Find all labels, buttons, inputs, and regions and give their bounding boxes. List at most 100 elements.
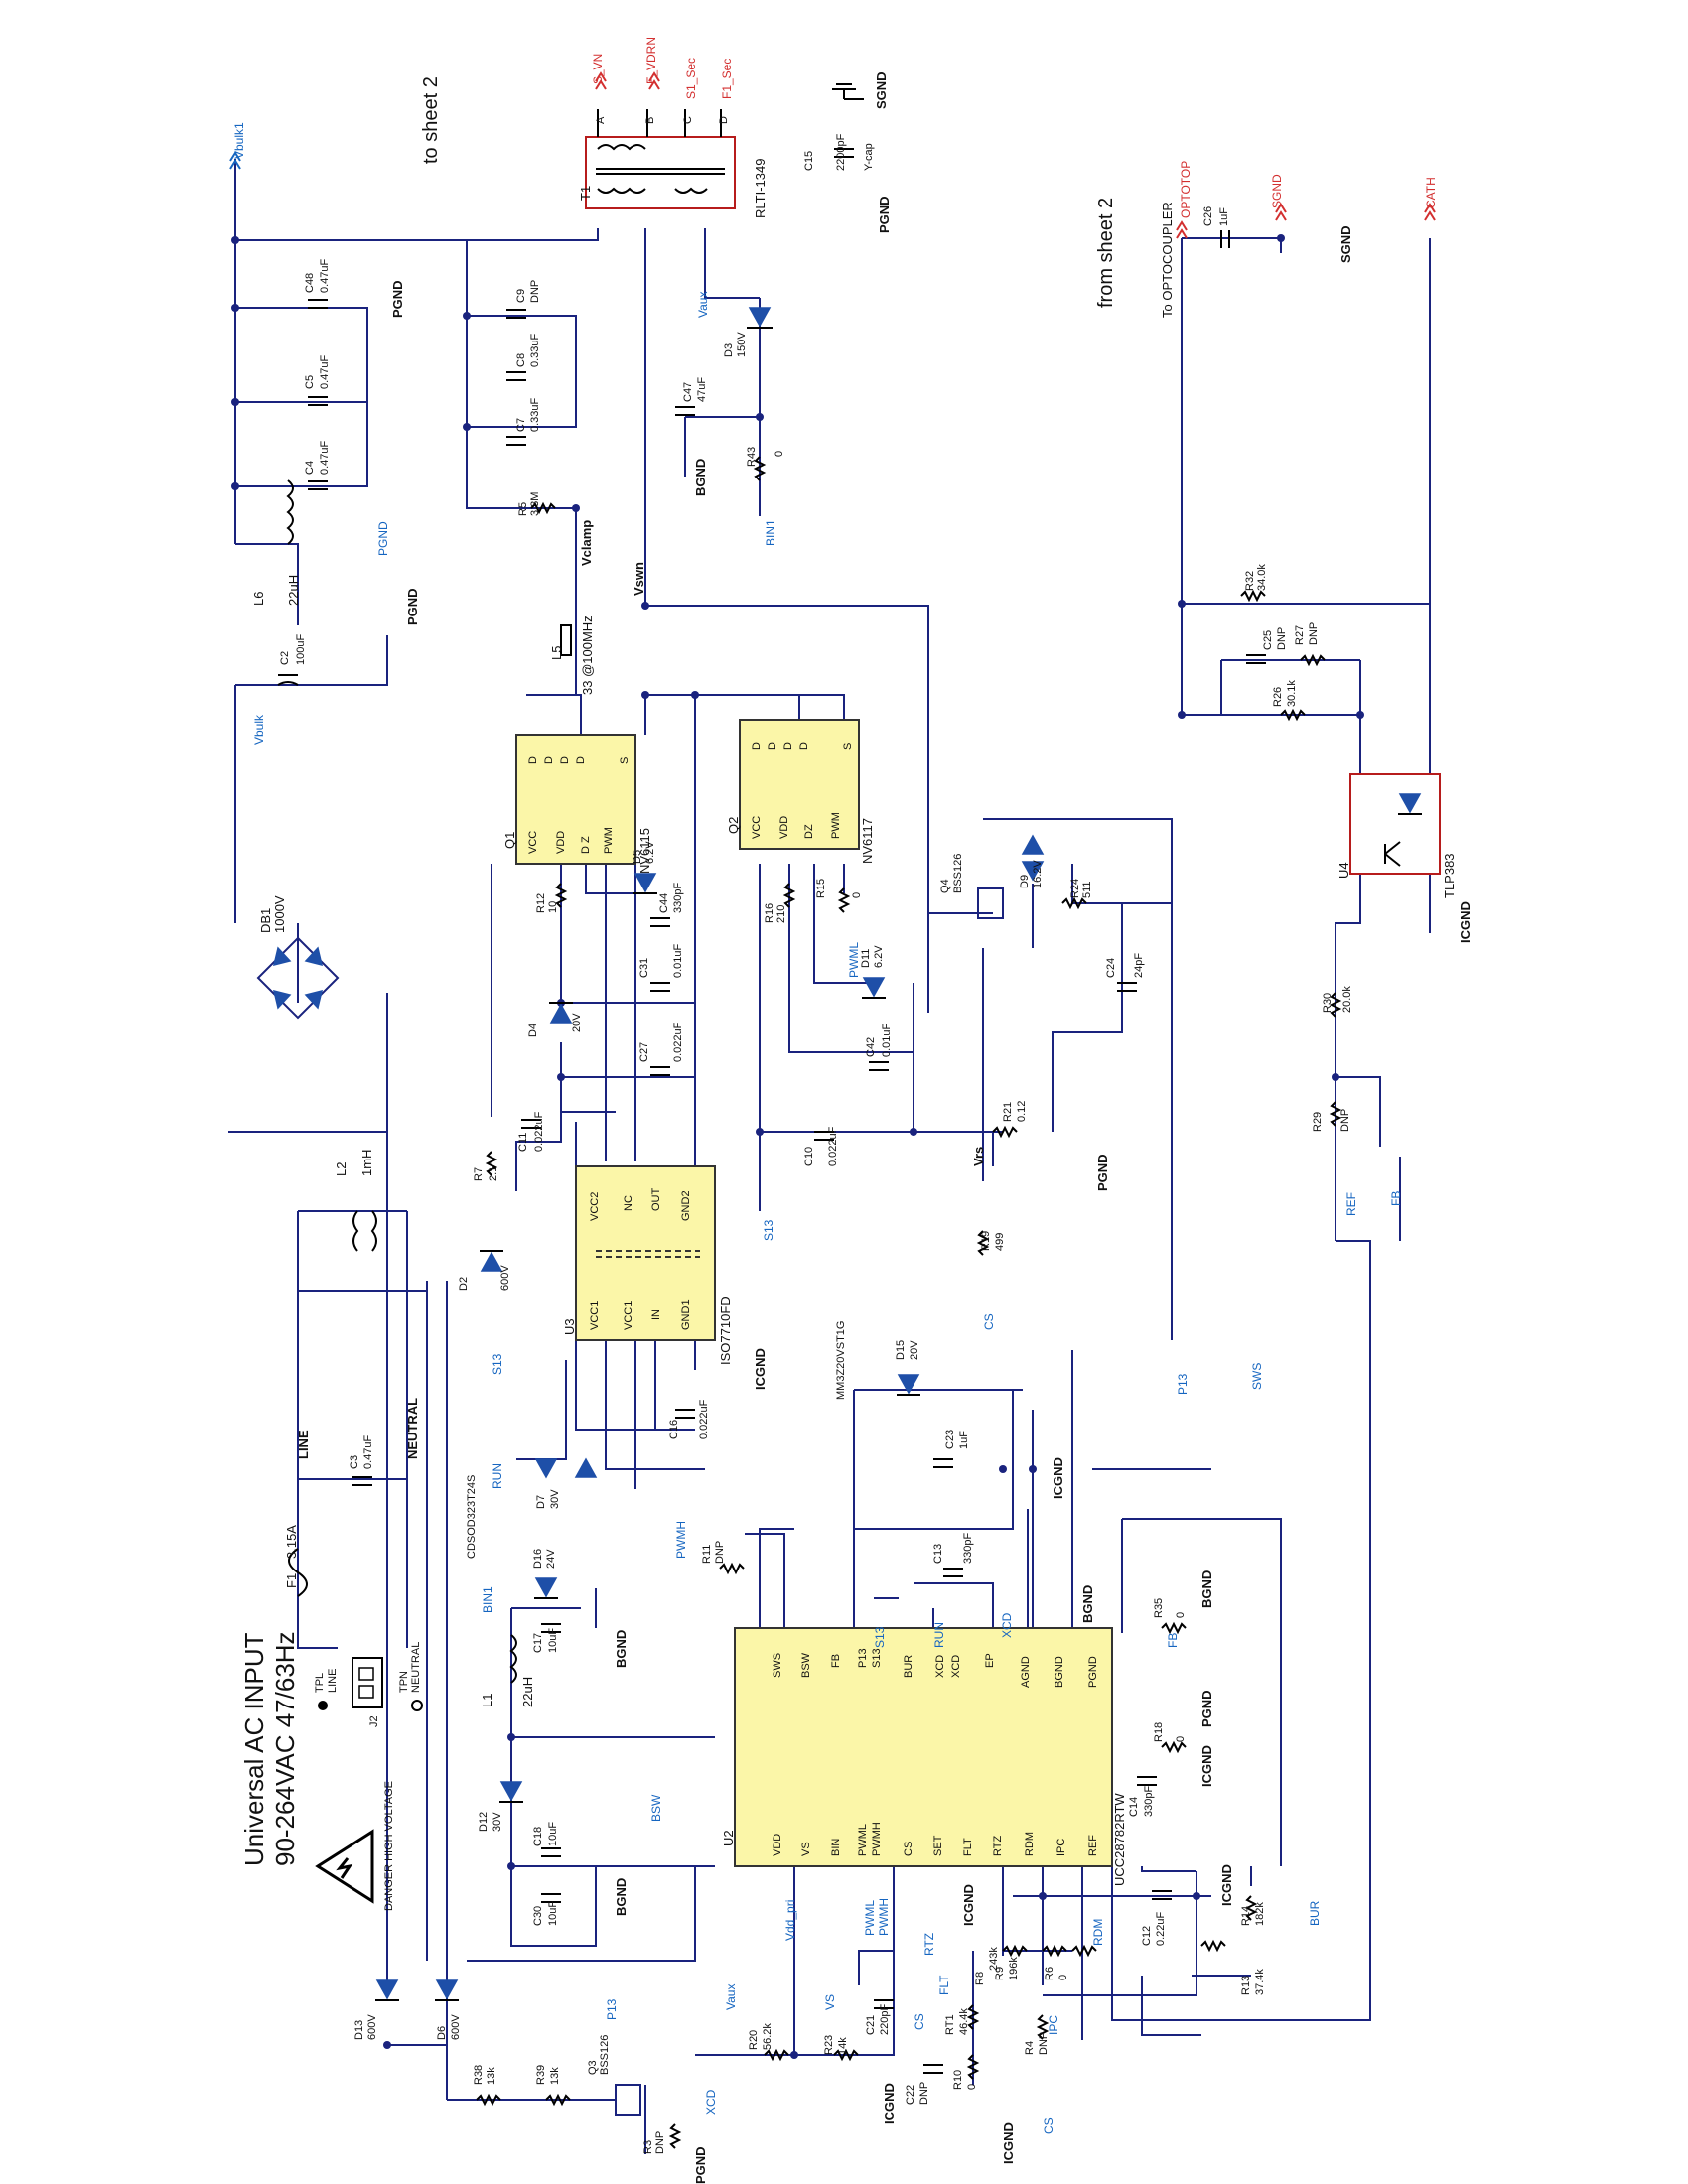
svg-text:XCD: XCD (934, 1655, 946, 1678)
c25: C25 DNP (1246, 627, 1288, 664)
svg-text:R21: R21 (1002, 1102, 1014, 1122)
svg-text:37.4k: 37.4k (1254, 1969, 1266, 1995)
svg-text:R35: R35 (1153, 1598, 1165, 1618)
svg-text:30V: 30V (492, 1812, 503, 1832)
svg-text:DNP: DNP (918, 2082, 930, 2105)
svg-text:R11: R11 (701, 1545, 713, 1564)
f-vdrn-arrow-icon (648, 71, 660, 90)
svg-text:C8: C8 (515, 353, 527, 367)
lightning-icon (336, 1857, 353, 1879)
r13: R13 37.4k (1200, 1939, 1266, 1995)
r21: R21 0.12 (992, 1101, 1028, 1139)
cs-flag-3: CS (1042, 2117, 1055, 2134)
svg-text:100uF: 100uF (295, 634, 307, 665)
q3: Q3 BSS126 (587, 2035, 641, 2116)
svg-text:R7: R7 (473, 1167, 485, 1181)
svg-text:C15: C15 (803, 151, 815, 171)
svg-text:FB: FB (830, 1654, 842, 1668)
svg-text:24pF: 24pF (1133, 953, 1145, 978)
svg-text:R5: R5 (517, 502, 529, 516)
capacitor-symbols: C48 0.47uF C5 0.47uF C4 0.47uF C9 DNP C8… (277, 133, 1288, 2105)
r39: R39 13k (535, 2065, 571, 2107)
svg-text:1uF: 1uF (958, 1431, 970, 1449)
svg-text:C24: C24 (1105, 958, 1117, 978)
svg-text:C7: C7 (515, 418, 527, 432)
c2: C2 100uF (277, 634, 307, 686)
q2-pin-d2: D (767, 742, 778, 750)
d2: D2 600V (458, 1250, 511, 1291)
l2-ref: L2 (334, 1162, 349, 1176)
q1-ref: Q1 (502, 832, 517, 849)
net-neutral: NEUTRAL (405, 1398, 420, 1459)
c13: C13 330pF (932, 1533, 974, 1577)
tpl-value: LINE (327, 1669, 339, 1693)
bgnd-3: BGND (1080, 1585, 1095, 1623)
r27: R27 DNP (1294, 622, 1326, 667)
svg-text:0.022uF: 0.022uF (672, 1022, 684, 1062)
c24: C24 24pF (1105, 953, 1145, 992)
svg-text:2200pF: 2200pF (835, 133, 847, 171)
svg-text:511: 511 (1081, 881, 1093, 898)
c26: C26 1uF (1202, 206, 1230, 248)
q1-part: NV6115 (637, 828, 652, 874)
svg-text:1uF: 1uF (1218, 207, 1230, 226)
r3: R3 DNP (642, 2123, 682, 2154)
svg-text:R15: R15 (815, 879, 827, 898)
vbulk1-arrow-icon (229, 151, 241, 170)
u3-pin-vcc1b: VCC1 (623, 1301, 634, 1330)
d3: D3 150V (723, 307, 773, 357)
tpl-ref: TPL (314, 1673, 326, 1693)
u3-pin-nc: NC (623, 1195, 634, 1211)
svg-text:C47: C47 (682, 382, 694, 402)
pwmh-flag-1: PWMH (674, 1521, 688, 1559)
svg-text:BSS126: BSS126 (952, 854, 964, 893)
svg-text:C9: C9 (515, 289, 527, 303)
cath-arrow-icon (1424, 203, 1436, 221)
t1-pin-b: B (644, 117, 656, 124)
l1-value: 22uH (520, 1677, 535, 1707)
c10: C10 0.022uF (803, 1126, 839, 1166)
l5-value: 33 @100MHz (580, 615, 595, 695)
r24: R24 511 (1061, 879, 1093, 910)
svg-text:DNP: DNP (1276, 627, 1288, 650)
svg-text:VDD: VDD (772, 1834, 783, 1856)
svg-text:R8: R8 (974, 1972, 986, 1985)
svg-text:D6: D6 (436, 2026, 448, 2040)
tpn-ref: TPN (398, 1671, 410, 1693)
r18: R18 0 (1153, 1722, 1187, 1754)
fb-flag-2: FB (1166, 1633, 1180, 1648)
sgnd-arrow-icon (1275, 203, 1287, 221)
svg-text:243k: 243k (988, 1947, 1000, 1971)
svg-text:SWS: SWS (772, 1653, 783, 1678)
ic-u2: U2 UCC28782RTW SWS BSW FB P13 S13 BUR XC… (721, 1627, 1127, 1886)
svg-text:0.47uF: 0.47uF (319, 440, 331, 475)
svg-text:R29: R29 (1312, 1112, 1324, 1132)
svg-text:0.01uF: 0.01uF (672, 943, 684, 978)
bin1-flag: BIN1 (764, 519, 777, 546)
q2-pin-d4: D (798, 742, 810, 750)
l6-ref: L6 (251, 592, 266, 606)
r19: R19 499 (976, 1230, 1006, 1256)
r10: R10 0 (952, 2054, 980, 2090)
r4: R4 DNP (1024, 2014, 1050, 2055)
c22: C22 DNP (905, 2064, 943, 2105)
u4-ref: U4 (1336, 862, 1351, 879)
d15: D15 20V MM3Z20VST1G (835, 1321, 920, 1400)
r23: R23 14k (823, 2035, 859, 2062)
icgnd-u3: ICGND (753, 1348, 768, 1390)
svg-text:DNP: DNP (654, 2131, 666, 2154)
svg-text:30.1k: 30.1k (1286, 680, 1298, 707)
vdd-pri-flag: Vdd_pri (783, 1900, 797, 1941)
t1-ref: T1 (578, 186, 593, 201)
q2-pin-vdd: VDD (778, 816, 790, 839)
icgnd-c12: ICGND (1219, 1864, 1234, 1906)
svg-text:D2: D2 (458, 1277, 470, 1291)
q2-pin-dz: DZ (803, 824, 815, 839)
svg-text:0: 0 (851, 892, 863, 898)
svg-text:D11: D11 (860, 949, 872, 968)
svg-text:D16: D16 (532, 1549, 544, 1569)
transistors: Q4 BSS126 Q3 BSS126 (587, 854, 1004, 2116)
s-vn-arrow-icon (595, 71, 607, 90)
q2-pin-pwm: PWM (830, 812, 842, 839)
svg-text:C2: C2 (279, 651, 291, 665)
